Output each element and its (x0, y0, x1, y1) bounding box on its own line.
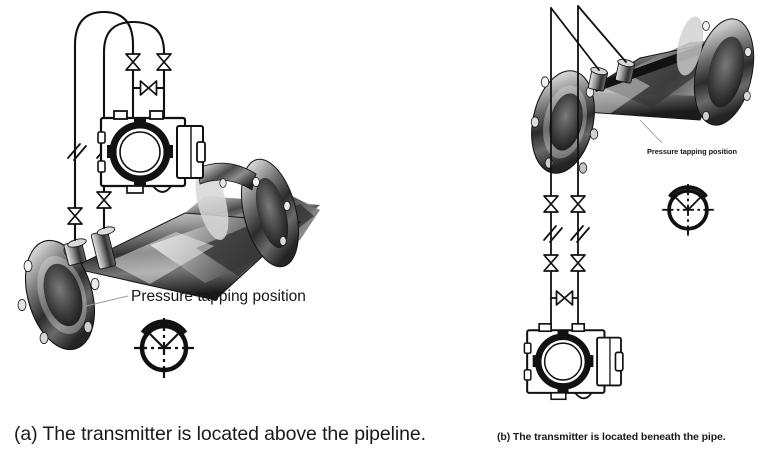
impulse-riser-upstream-b (550, 7, 600, 71)
tapping-label-leader-a (85, 295, 129, 307)
impulse-piping-a (73, 10, 166, 242)
caption-a: (a) The transmitter is located above the… (14, 423, 426, 445)
panel-b (523, 5, 755, 399)
tapping-position-label-a: Pressure tapping position (131, 288, 306, 305)
pipe-assembly-a (17, 158, 320, 351)
pipe-flange-far-a (195, 158, 300, 268)
impulse-line-downstream-a (102, 20, 166, 230)
tapping-nozzle-downstream-b (615, 58, 635, 84)
pipe-flange-near-a (17, 239, 100, 351)
pipe-assembly-b (530, 16, 755, 174)
impulse-riser-downstream-b (577, 5, 627, 63)
tapping-nozzle-upstream-a (63, 238, 87, 266)
tapping-position-label-b: Pressure tapping position (647, 147, 737, 156)
panel-a (17, 10, 320, 378)
impulse-line-upstream-a (73, 10, 135, 242)
tapping-nozzle-upstream-b (588, 66, 608, 92)
tapping-nozzle-downstream-a (90, 226, 117, 270)
caption-b: (b) The transmitter is located beneath t… (497, 431, 726, 443)
tapping-label-leader-b (639, 119, 663, 144)
pipe-flange-far-b (676, 16, 755, 126)
